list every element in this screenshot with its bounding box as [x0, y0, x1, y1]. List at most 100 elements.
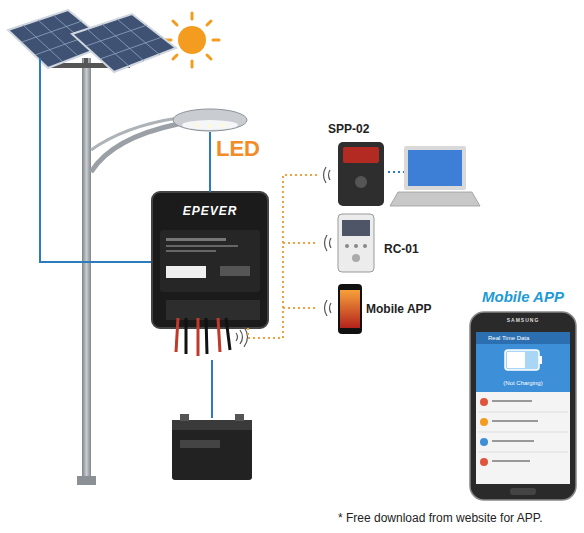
- panel-grid-line: [87, 29, 129, 66]
- app-top-bar: [476, 332, 570, 344]
- laptop-screen: [408, 150, 462, 186]
- device-button: [363, 244, 367, 248]
- panel-grid-line: [102, 24, 144, 61]
- usb-link: [388, 171, 404, 173]
- sun-rays: [165, 13, 219, 67]
- sun-ray: [173, 21, 177, 25]
- node-label: RC-01: [384, 242, 419, 256]
- controller-terminals: [166, 300, 260, 320]
- sun-ray: [207, 21, 211, 25]
- cable-black: [206, 318, 207, 354]
- battery-icon-tip: [539, 356, 542, 364]
- app-row-icon: [480, 438, 488, 446]
- wireless-icon: [236, 327, 248, 347]
- controller-print: [166, 250, 216, 252]
- controller-print: [166, 238, 226, 241]
- panel-grid-line: [38, 20, 78, 56]
- sun-ray: [207, 55, 211, 59]
- solar-panel-face: [72, 14, 176, 72]
- wireless-icon: [325, 300, 332, 316]
- panel-wire: [40, 58, 152, 262]
- app-row-icon: [480, 418, 488, 426]
- cable-red: [197, 318, 200, 356]
- device-screen: [342, 220, 370, 236]
- node-label: Real Time Data: [488, 335, 529, 341]
- node-label: Mobile APP: [366, 302, 432, 316]
- wireless-link: [248, 308, 318, 338]
- battery-wire: [211, 360, 213, 418]
- app-row-text: [492, 420, 538, 422]
- app-row-divider: [478, 452, 568, 453]
- smartphone: [470, 312, 576, 500]
- device-button: [352, 254, 360, 262]
- node-label: EPEVER: [152, 204, 268, 218]
- wireless-wave: [240, 330, 243, 344]
- cable-black: [185, 318, 188, 354]
- app-row-icon: [480, 398, 488, 406]
- wireless-link: [248, 175, 318, 338]
- battery: [172, 414, 252, 480]
- cable-black: [226, 318, 230, 350]
- device-top: [343, 147, 379, 163]
- app-row-icon: [480, 458, 488, 466]
- lamp-pole: [82, 58, 91, 480]
- wireless-wave: [325, 300, 328, 316]
- app-row-divider: [478, 412, 568, 413]
- charge-controller: [152, 192, 268, 328]
- smartphone-body: [470, 312, 576, 500]
- laptop: [390, 146, 480, 206]
- wireless-wave: [236, 333, 238, 341]
- led-dot: [195, 123, 199, 127]
- lamp-arm: [91, 118, 178, 150]
- wireless-wave: [324, 167, 327, 183]
- device-body: [338, 142, 384, 206]
- controller-print: [220, 266, 250, 276]
- panel-mount: [84, 58, 88, 68]
- wireless-icon: [324, 167, 331, 183]
- power-wire: [209, 132, 211, 192]
- wireless-wave: [325, 235, 328, 251]
- controller-sticker: [166, 266, 206, 278]
- cable-red: [176, 318, 178, 352]
- laptop-base: [390, 192, 480, 206]
- device-body: [338, 214, 374, 272]
- controller-body: [152, 192, 268, 328]
- node-label: (Not Charging): [470, 380, 576, 386]
- smartphone-screen: [476, 332, 570, 484]
- led-dot: [221, 123, 225, 127]
- panel-grid: [86, 19, 162, 66]
- node-label: SPP-02: [328, 122, 369, 136]
- wireless-wave: [330, 238, 332, 248]
- controller-panel: [160, 230, 260, 292]
- cable-red: [218, 318, 220, 352]
- lamp-head: [173, 109, 247, 131]
- pole-base: [77, 476, 96, 485]
- solar-panel: [72, 14, 176, 72]
- device-button: [355, 176, 367, 188]
- phone-body: [338, 284, 362, 334]
- node-label: SAMSUNG: [470, 317, 576, 323]
- caption: * Free download from website for APP.: [338, 511, 543, 525]
- laptop-lid: [404, 146, 466, 190]
- wireless-icon: [325, 235, 332, 251]
- led-dot: [208, 124, 212, 128]
- sun-ray: [173, 55, 177, 59]
- battery-body: [172, 420, 252, 480]
- battery-print: [180, 440, 220, 448]
- spp-02-box: SPP-02: [318, 122, 390, 208]
- panel-grid-line: [86, 25, 147, 46]
- controller-print: [166, 245, 238, 247]
- node-label: Mobile APP: [456, 288, 584, 305]
- sun-ray: [213, 39, 219, 42]
- battery-terminal: [235, 414, 244, 421]
- battery-terminal: [180, 414, 189, 421]
- lamp-arm: [91, 124, 178, 172]
- panel-grid-line: [117, 19, 160, 55]
- device-button: [345, 244, 349, 248]
- panel-grid-line: [23, 25, 63, 62]
- home-button: [510, 488, 536, 495]
- node-label: LED: [216, 136, 260, 162]
